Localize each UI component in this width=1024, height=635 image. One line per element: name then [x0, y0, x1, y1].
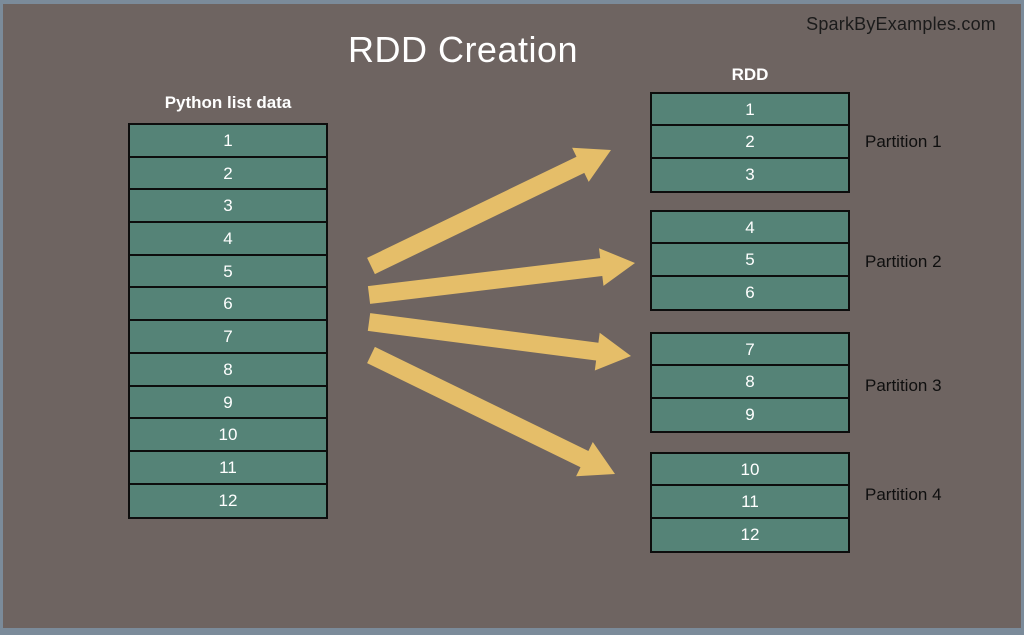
list-item: 11 [652, 486, 848, 519]
partition-block-1: 1 2 3 [650, 92, 850, 193]
list-item: 8 [130, 353, 326, 387]
list-item: 1 [130, 125, 326, 158]
list-item: 8 [652, 366, 848, 399]
list-item: 11 [130, 451, 326, 485]
list-item: 1 [652, 94, 848, 127]
list-item: 10 [130, 419, 326, 452]
watermark-label: SparkByExamples.com [806, 14, 996, 34]
list-item: 7 [652, 334, 848, 367]
list-item: 4 [130, 223, 326, 256]
python-list-table: 1 2 3 4 5 6 7 8 9 10 11 12 [128, 123, 328, 520]
partition-label-1: Partition 1 [865, 132, 942, 151]
list-item: 7 [130, 321, 326, 354]
partition-label-2: Partition 2 [865, 252, 942, 271]
list-item: 6 [130, 288, 326, 322]
arrow-to-partition-2 [367, 248, 635, 304]
list-item: 9 [130, 386, 326, 420]
partition-label-3: Partition 3 [865, 376, 942, 395]
arrow-to-partition-1 [367, 147, 611, 275]
partition-label-4: Partition 4 [865, 485, 942, 504]
list-item: 12 [652, 518, 848, 551]
partition-block-2: 4 5 6 [650, 210, 850, 311]
list-item: 2 [130, 157, 326, 191]
list-item: 9 [652, 398, 848, 431]
list-item: 10 [652, 454, 848, 487]
list-item: 5 [652, 244, 848, 277]
rdd-label: RDD [731, 65, 769, 84]
list-item: 12 [130, 484, 326, 518]
list-item: 4 [652, 212, 848, 245]
arrow-to-partition-3 [367, 313, 631, 371]
list-item: 5 [130, 255, 326, 289]
diagram-canvas: SparkByExamples.com RDD Creation Python … [3, 4, 1021, 628]
list-item: 2 [652, 126, 848, 159]
source-list-label: Python list data [164, 93, 292, 112]
page-title: RDD Creation [347, 29, 579, 70]
list-item: 6 [652, 276, 848, 309]
list-item: 3 [130, 190, 326, 224]
arrow-to-partition-4 [367, 346, 615, 477]
partition-block-3: 7 8 9 [650, 332, 850, 433]
list-item: 3 [652, 158, 848, 191]
partition-block-4: 10 11 12 [650, 452, 850, 553]
